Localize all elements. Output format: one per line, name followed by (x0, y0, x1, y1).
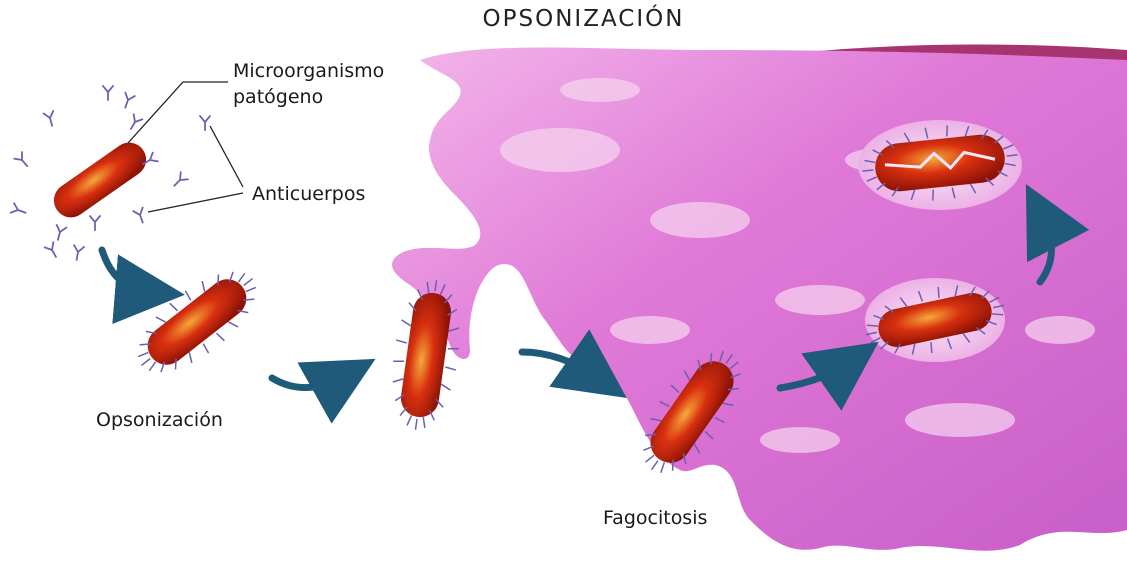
label-phagocytosis: Fagocitosis (603, 507, 707, 529)
antibody-icon (103, 85, 114, 100)
pointer-lines (128, 82, 243, 212)
phagocyte-cell (392, 48, 1127, 551)
bacterium-icon (122, 254, 272, 391)
antibody-icon (133, 207, 149, 225)
antibody-icon (71, 245, 85, 262)
antibody-icon (200, 115, 211, 130)
antibody-icon (43, 110, 58, 128)
label-microorganism-line1: Microorganismo (233, 60, 384, 82)
page-title: OPSONIZACIÓN (0, 6, 1127, 32)
antibody-icon (120, 92, 136, 110)
antibody-icon (14, 151, 32, 170)
antibody-icon (44, 242, 61, 261)
label-opsonization: Opsonización (96, 409, 223, 431)
antibody-icon (52, 224, 67, 242)
bacterium-icon (47, 136, 153, 224)
curved-arrow-icon (272, 376, 345, 388)
antibody-icon (90, 215, 101, 230)
label-antibodies: Anticuerpos (252, 183, 365, 205)
antibody-icon (10, 203, 28, 219)
label-microorganism-line2: patógeno (233, 86, 323, 108)
antibody-icon (170, 171, 189, 190)
curved-arrow-icon (102, 250, 150, 292)
